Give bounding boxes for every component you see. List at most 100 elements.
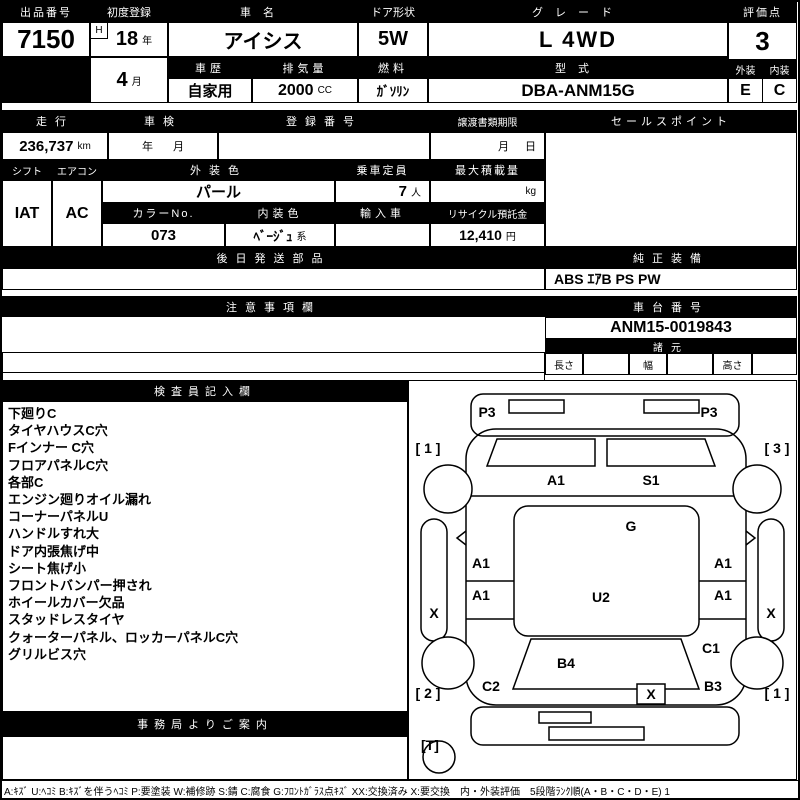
inspection-item: コーナーパネルU [8, 509, 109, 525]
capacity-header: 乗車定員 [335, 160, 430, 180]
fuel-value: ｶﾞｿﾘﾝ [358, 78, 428, 103]
inspection-item: フロアパネルC穴 [8, 457, 109, 473]
import-header: 輸入車 [335, 203, 430, 223]
era-mark: H [91, 23, 108, 39]
reg-no-value [218, 132, 430, 160]
wheel-left-rear [423, 464, 473, 514]
color-no-value: 073 [102, 223, 225, 247]
inspection-item: グリルビス穴 [8, 646, 87, 662]
diagram-corner-top-right: [ 3 ] [765, 440, 790, 456]
front-bumper-detail-1 [538, 711, 592, 724]
first-reg-year-cell: H 18 年 [90, 22, 168, 57]
history-header: 車歴 [168, 57, 252, 78]
diagram-label-x-left: X [429, 605, 439, 621]
score-value: 3 [728, 22, 797, 60]
exterior-grade-header: 外装 [728, 60, 763, 78]
diagram-label-a1-rear: A1 [547, 472, 565, 488]
diagram-label-p3-right: P3 [700, 404, 717, 420]
rocker-right [757, 518, 785, 642]
diagram-label-a1-left-lower: A1 [472, 587, 490, 603]
inspection-item: シート焦げ小 [8, 560, 87, 576]
capacity-unit: 人 [411, 188, 421, 199]
shift-header: シフト [2, 160, 52, 180]
diagram-corner-top-left: [ 1 ] [416, 440, 441, 456]
diagram-label-b4: B4 [557, 655, 575, 671]
exterior-color-header: 外装色 [102, 160, 335, 180]
door-shape-value: 5W [358, 22, 428, 57]
reg-no-header: 登録番号 [218, 110, 430, 132]
mileage-unit: km [77, 140, 91, 152]
interior-color-name: ﾍﾞｰｼﾞｭ [253, 228, 293, 244]
first-reg-year-value: 18 [115, 28, 139, 50]
front-bumper-outline [470, 706, 740, 746]
diagram-corner-bottom-right: [ 1 ] [765, 685, 790, 701]
front-bumper-detail-2 [548, 726, 645, 741]
inspection-item: Fインナー C穴 [8, 440, 94, 456]
diagram-label-a1-right-lower: A1 [714, 587, 732, 603]
displacement-number: 2000 [277, 81, 314, 99]
office-area [2, 736, 408, 780]
shaken-year-unit: 年 [142, 141, 153, 153]
interior-grade-header: 内装 [762, 60, 797, 78]
length-label-cell: 長さ [545, 353, 583, 375]
diagram-label-b3: B3 [704, 678, 722, 694]
later-parts-row [2, 268, 545, 290]
grade-value: L 4WD [428, 22, 728, 57]
wheel-right-rear [732, 464, 782, 514]
transfer-month-unit: 月 [498, 141, 509, 153]
mirror-left [455, 530, 467, 546]
car-body-outline [465, 428, 747, 706]
interior-grade-value: C [762, 78, 797, 103]
transfer-limit-header: 譲渡書類期限 [430, 110, 545, 132]
width-label-cell: 幅 [629, 353, 667, 375]
inspection-item: タイヤハウスC穴 [8, 423, 108, 439]
import-value [335, 223, 430, 247]
car-diagram: P3 P3 [ 1 ] [ 3 ] A1 S1 G A1 A1 A1 U2 A1… [416, 393, 790, 774]
first-reg-header: 初度登録 [90, 2, 168, 22]
diagram-corner-bottom-left: [ 2 ] [416, 685, 441, 701]
mileage-header: 走行 [2, 110, 108, 132]
exterior-color-value: パール [102, 180, 335, 203]
displacement-value: 2000 CC [252, 78, 358, 103]
shift-value: IAT [2, 180, 52, 247]
rear-window-left [485, 438, 596, 467]
first-reg-year-unit: 年 [142, 36, 153, 47]
notes-rule-line [3, 372, 544, 373]
car-name-value: アイシス [168, 22, 358, 57]
inspection-item: ドア内張焦げ中 [8, 543, 100, 559]
equipment-header: 純正装備 [545, 247, 797, 268]
legend-bar: A:ｷｽﾞ U:ﾍｺﾐ B:ｷｽﾞを伴うﾍｺﾐ P:要塗装 W:補修跡 S:錆 … [0, 780, 800, 800]
exhibit-no-header: 出品番号 [2, 2, 90, 22]
shaken-month-unit: 月 [173, 141, 184, 153]
wheel-left-front [421, 636, 475, 690]
filler-black-box [2, 57, 90, 103]
length-value-cell [583, 353, 629, 375]
height-value-cell [752, 353, 797, 375]
office-header: 事務局よりご案内 [2, 712, 408, 736]
diagram-label-c1: C1 [702, 640, 720, 656]
inspection-item: ホイールカバー欠品 [8, 595, 125, 611]
diagram-label-x-front: X [646, 686, 656, 702]
mirror-right [745, 530, 757, 546]
notes-header: 注意事項欄 [2, 296, 545, 317]
sales-point-area [545, 132, 797, 247]
interior-color-suffix: 系 [296, 231, 307, 243]
recycle-fee-value: 12,410 円 [430, 223, 545, 247]
rear-bumper-outline [470, 393, 740, 437]
inspection-item: フロントバンパー押され [8, 578, 152, 594]
history-value: 自家用 [168, 78, 252, 103]
mileage-number: 236,737 [19, 137, 74, 155]
roof-outline [513, 505, 700, 637]
width-value-cell [667, 353, 713, 375]
capacity-number: 7 [398, 183, 407, 200]
first-reg-month-unit: 月 [131, 76, 142, 88]
sales-point-header: セールスポイント [545, 110, 797, 132]
recycle-fee-number: 12,410 [459, 227, 502, 243]
diagram-label-p3-left: P3 [478, 404, 495, 420]
color-no-header: カラーNo. [102, 203, 225, 223]
inspection-item: エンジン廻りオイル漏れ [8, 492, 152, 508]
diagram-label-a1-left-upper: A1 [472, 555, 490, 571]
mileage-value: 236,737 km [2, 132, 108, 160]
recycle-fee-header: リサイクル預託金 [430, 203, 545, 223]
diagram-label-c2: C2 [482, 678, 500, 694]
